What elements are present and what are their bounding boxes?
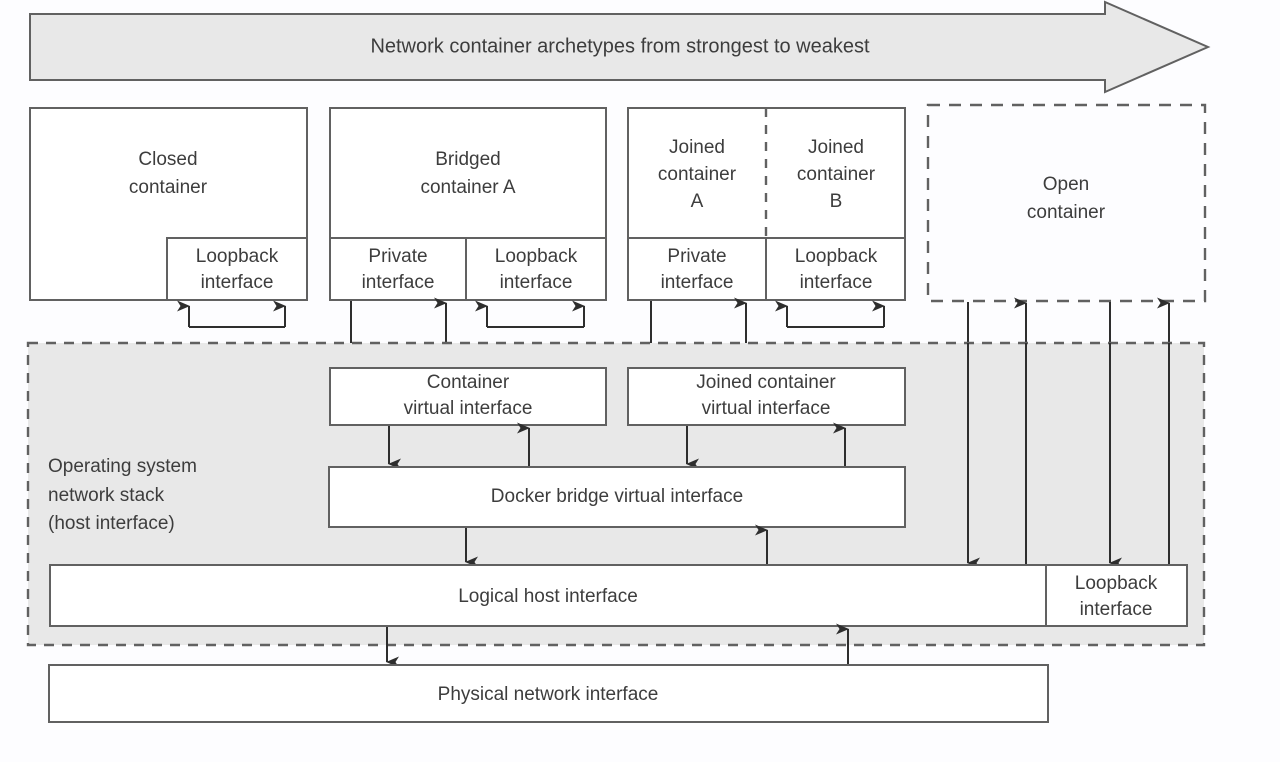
container-virtual-interface: Container virtual interface	[329, 367, 607, 470]
bridged-container-title-line1: Bridged	[435, 149, 501, 170]
physical-network-interface-box	[48, 664, 1049, 723]
joined-a-title-line1: Joined	[669, 137, 725, 158]
banner-arrow: Network container archetypes from strong…	[29, 0, 1211, 94]
docker-bridge-virtual-interface-box	[328, 466, 906, 528]
bridged-container-title-line2: container A	[420, 177, 515, 198]
logical-host-interface-box	[49, 564, 1048, 627]
joined-a-title-line2: container	[658, 164, 737, 185]
closed-container-title-line2: container	[129, 177, 208, 198]
host-loopback-interface-box	[1045, 564, 1188, 627]
jcvi-label-line2: virtual interface	[702, 398, 831, 419]
joined-container-virtual-interface-box	[627, 367, 906, 426]
bridged-loopback-label-line1: Loopback	[495, 246, 578, 267]
open-container-title-line1: Open	[1043, 174, 1089, 195]
archetype-bridged-container: Bridged container A Private interface Lo…	[329, 107, 607, 372]
closed-loopback-label-line1: Loopback	[196, 246, 279, 267]
open-container-connector-overlay	[967, 343, 1170, 569]
os-stack-label-line1: Operating system	[48, 456, 197, 477]
joined-loopback-label-line1: Loopback	[795, 246, 878, 267]
banner-title: Network container archetypes from strong…	[370, 35, 870, 57]
closed-container-title-line1: Closed	[138, 149, 197, 170]
joined-a-title-line3: A	[691, 191, 704, 212]
docker-bridge-virtual-interface: Docker bridge virtual interface	[328, 466, 906, 568]
joined-b-title-line3: B	[830, 191, 843, 212]
jcvi-label-line1: Joined container	[696, 372, 836, 393]
closed-loopback-interface-box	[166, 237, 308, 301]
container-virtual-interface-box	[329, 367, 607, 426]
open-container-box	[926, 103, 1207, 303]
bridged-loopback-label-line2: interface	[500, 272, 573, 293]
banner-arrow-shape	[29, 0, 1211, 94]
logical-host-interface-label: Logical host interface	[458, 586, 638, 607]
host-loopback-label-line1: Loopback	[1075, 573, 1158, 594]
joined-b-title-line1: Joined	[808, 137, 864, 158]
cvi-label-line2: virtual interface	[404, 398, 533, 419]
archetype-closed-container: Closed container Loopback interface	[29, 107, 308, 328]
joined-loopback-label-line2: interface	[800, 272, 873, 293]
joined-container-virtual-interface: Joined container virtual interface	[627, 367, 906, 470]
joined-private-label-line1: Private	[667, 246, 726, 267]
closed-loopback-label-line2: interface	[201, 272, 274, 293]
physical-network-interface: Physical network interface	[48, 623, 1049, 723]
archetype-joined-containers: Joined container A Joined container B Pr…	[627, 107, 906, 372]
joined-b-title-line2: container	[797, 164, 876, 185]
physical-network-interface-label: Physical network interface	[438, 684, 659, 705]
bridged-private-label-line2: interface	[362, 272, 435, 293]
bridged-private-label-line1: Private	[368, 246, 427, 267]
joined-private-label-line2: interface	[661, 272, 734, 293]
logical-host-interface: Logical host interface	[49, 564, 1048, 627]
bridged-container-box	[329, 107, 607, 301]
docker-bridge-label: Docker bridge virtual interface	[491, 486, 743, 507]
cvi-label-line1: Container	[427, 372, 510, 393]
os-stack-label-line2: network stack	[48, 485, 165, 506]
open-container-title-line2: container	[1027, 202, 1106, 223]
host-loopback-label-line2: interface	[1080, 599, 1153, 620]
os-stack-label-line3: (host interface)	[48, 513, 175, 534]
host-loopback-interface: Loopback interface	[1045, 564, 1188, 627]
